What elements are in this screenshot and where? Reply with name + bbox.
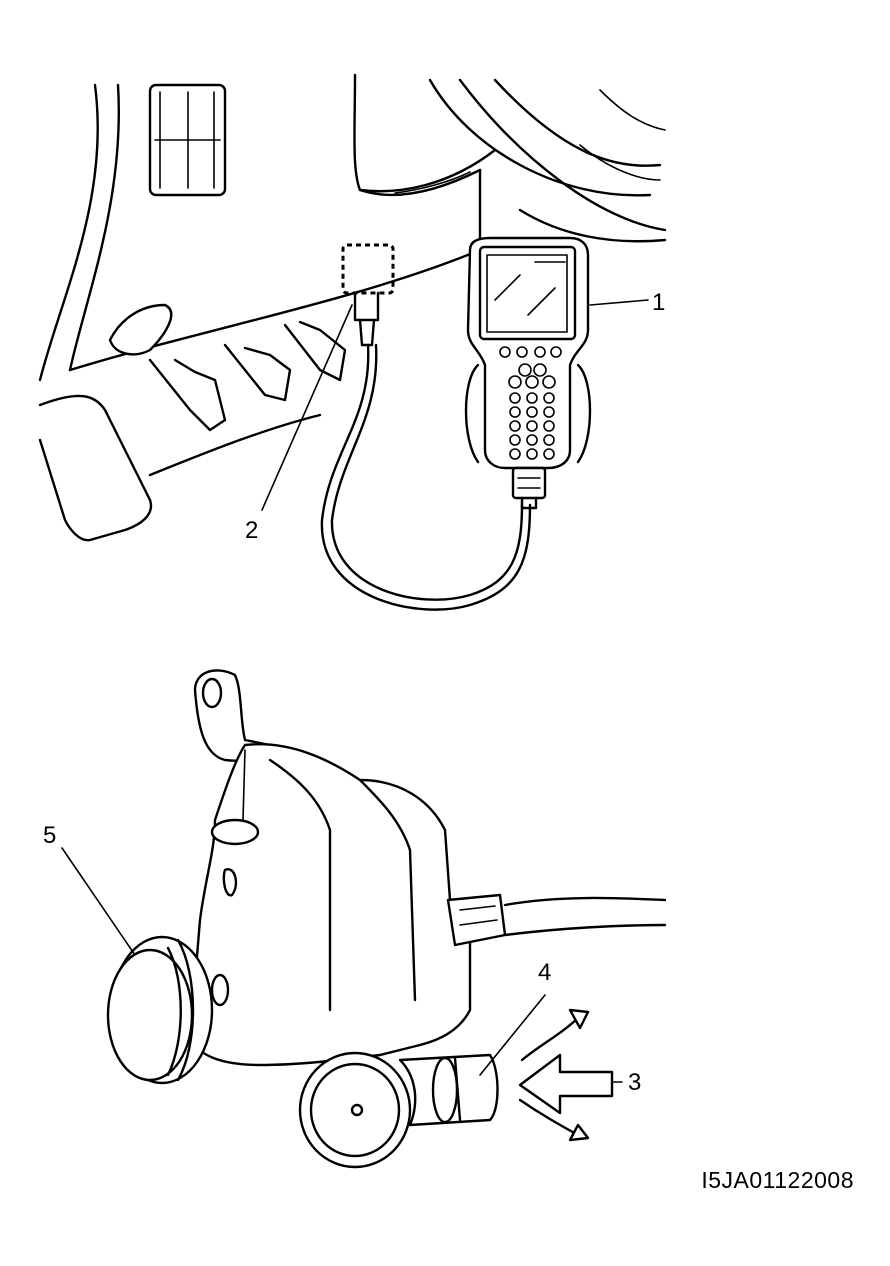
figure-code: I5JA01122008 [701, 1167, 854, 1193]
dashboard-illustration [38, 73, 667, 611]
direction-arrows-icon [518, 1008, 614, 1142]
leader-line-2 [261, 304, 353, 511]
brake-switch-icon [298, 1051, 499, 1169]
callout-3: 3 [628, 1069, 641, 1096]
callout-1: 1 [652, 289, 665, 316]
reservoir-cap-icon [106, 935, 230, 1085]
leader-line-4 [479, 994, 546, 1076]
brake-assembly-illustration [61, 669, 667, 1169]
callout-4: 4 [538, 959, 551, 986]
leader-line-1 [589, 299, 649, 306]
scan-tool-icon [464, 236, 592, 510]
callout-2: 2 [245, 517, 258, 544]
callout-5: 5 [43, 822, 56, 849]
leader-line-5 [61, 847, 136, 956]
